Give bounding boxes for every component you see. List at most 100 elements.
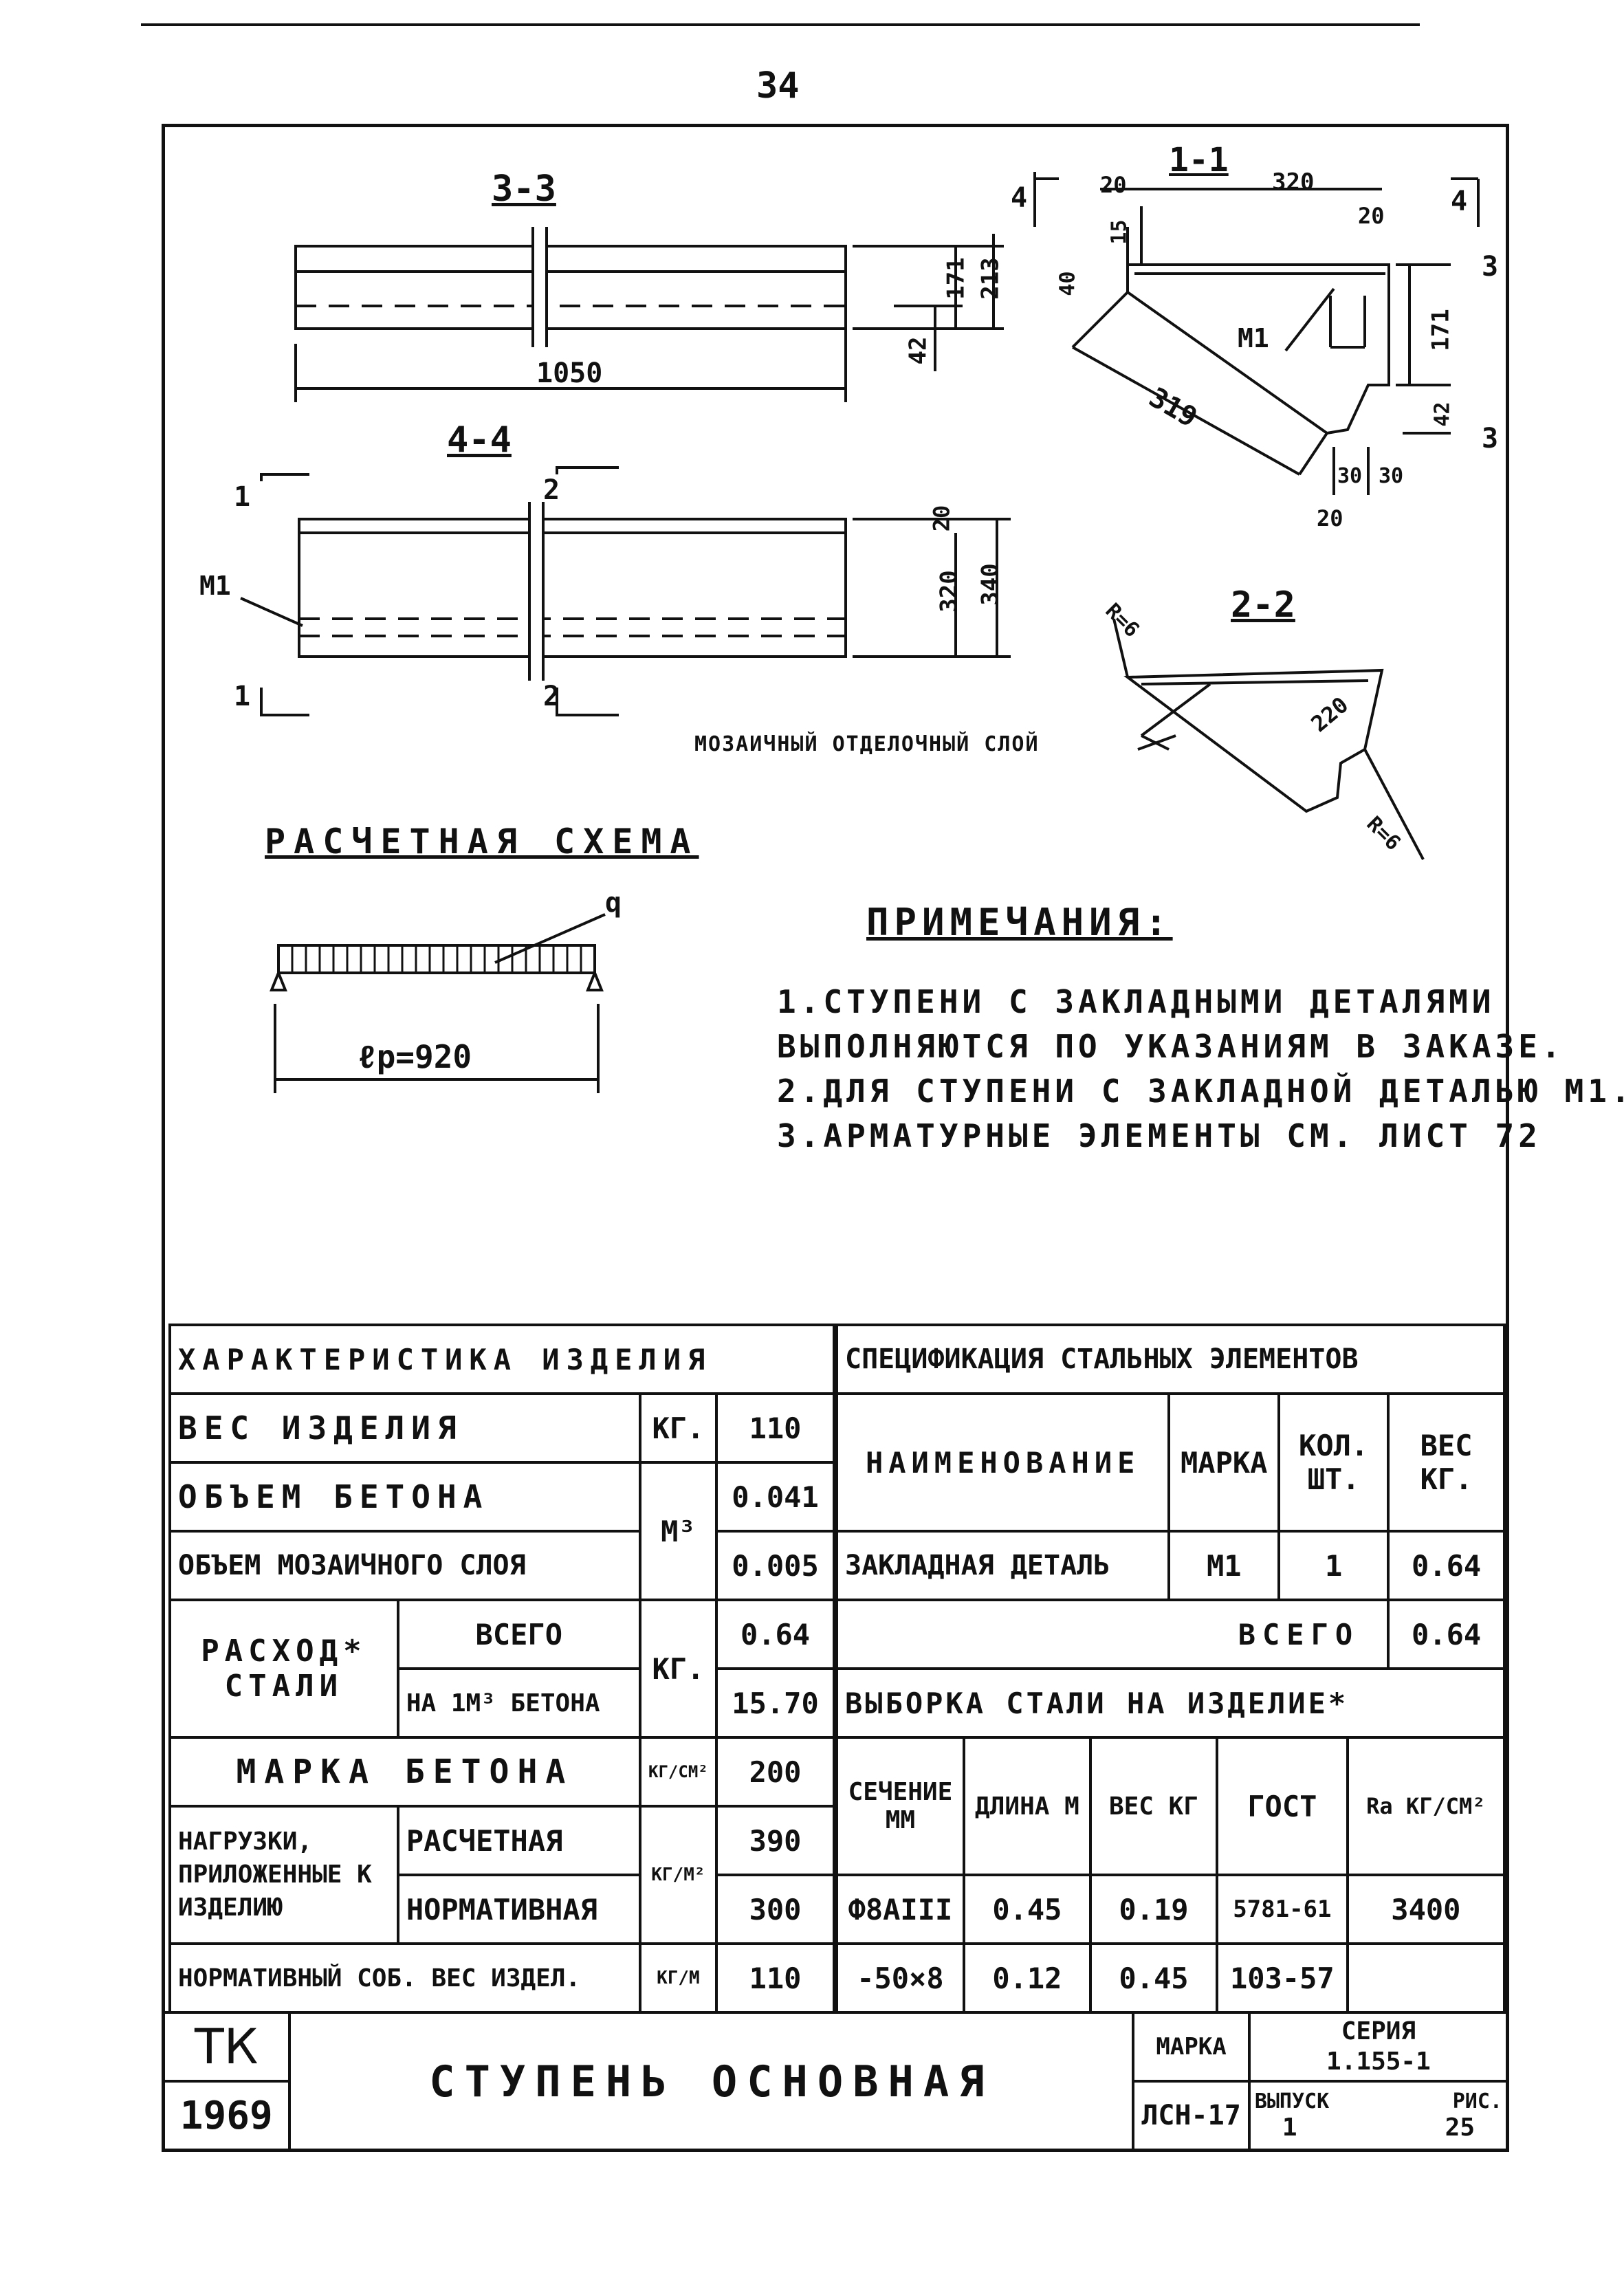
section-label-2-2: 2-2: [1231, 584, 1295, 626]
dim-20: 20: [928, 505, 955, 532]
dim-30-b: 30: [1379, 464, 1404, 488]
sel-row-length: 0.12: [962, 1942, 1092, 2014]
title-block: ТК СТУПЕНЬ ОСНОВНАЯ МАРКА СЕРИЯ 1.155-1 …: [161, 2011, 1510, 2151]
sel-col-length: ДЛИНА М: [962, 1736, 1092, 1876]
steel-total-value: 0.64: [715, 1599, 835, 1670]
spec-row-mark: М1: [1167, 1530, 1281, 1601]
drawing-frame: [162, 124, 1509, 2152]
characteristics-table: ХАРАКТЕРИСТИКА ИЗДЕЛИЯ ВЕС ИЗДЕЛИЯ КГ. 1…: [168, 1324, 835, 2014]
sel-col-ra: Rа КГ/СМ²: [1346, 1736, 1506, 1876]
dim-42-b: 42: [1430, 402, 1455, 427]
section-2-2-outline: [1123, 668, 1384, 813]
sel-row-gost: 5781-61: [1215, 1874, 1349, 1945]
volume-unit: М³: [638, 1461, 718, 1601]
stamp-mark-value: ЛСН-17: [1132, 2080, 1251, 2151]
sel-row-weight: 0.45: [1088, 1942, 1218, 2014]
dim-20-top: 20: [1100, 172, 1127, 198]
section-label-4-4: 4-4: [447, 419, 512, 461]
characteristics-title: ХАРАКТЕРИСТИКА ИЗДЕЛИЯ: [168, 1324, 835, 1395]
spec-row-name: ЗАКЛАДНАЯ ДЕТАЛЬ: [835, 1530, 1171, 1601]
stamp-issue-value: 1: [1282, 2113, 1297, 2142]
stamp-year: 1969: [161, 2080, 292, 2151]
steel-selection-table: ВЫБОРКА СТАЛИ НА ИЗДЕЛИЕ* СЕЧЕНИЕ ММ ДЛИ…: [835, 1667, 1506, 2014]
page-number: 34: [756, 65, 800, 107]
load-norm-label: НОРМАТИВНАЯ: [396, 1874, 641, 1945]
note-3: 3.АРМАТУРНЫЕ ЭЛЕМЕНТЫ СМ. ЛИСТ 72: [777, 1117, 1541, 1154]
dim-42: 42: [904, 336, 932, 365]
selection-title: ВЫБОРКА СТАЛИ НА ИЗДЕЛИЕ*: [835, 1667, 1506, 1739]
spec-total-label: ВСЕГО: [835, 1599, 1390, 1670]
spec-col-weight: ВЕС КГ.: [1387, 1392, 1506, 1533]
mosaic-volume-label: ОБЪЕМ МОЗАИЧНОГО СЛОЯ: [168, 1530, 641, 1601]
stamp-mark-label: МАРКА: [1132, 2011, 1251, 2083]
sel-row-weight: 0.19: [1088, 1874, 1218, 1945]
stamp-series-label: СЕРИЯ: [1341, 2017, 1416, 2045]
load-calc-label: РАСЧЕТНАЯ: [396, 1805, 641, 1876]
dim-340: 340: [976, 563, 1005, 606]
dim-171-b: 171: [1427, 309, 1455, 351]
sel-row-length: 0.45: [962, 1874, 1092, 1945]
dim-15: 15: [1107, 219, 1132, 245]
stamp-issue-label: ВЫПУСК: [1254, 2089, 1330, 2113]
stamp-series: СЕРИЯ 1.155-1: [1247, 2011, 1510, 2083]
cut-mark-2-top: 2: [543, 474, 560, 506]
self-weight-value: 110: [715, 1942, 835, 2014]
dim-213: 213: [976, 257, 1005, 300]
cut-mark-1-bottom: 1: [234, 681, 251, 712]
dim-1050: 1050: [536, 358, 603, 389]
note-1b: ВЫПОЛНЯЮТСЯ ПО УКАЗАНИЯМ В ЗАКАЗЕ.: [777, 1028, 1565, 1065]
section-label-1-1: 1-1: [1169, 141, 1229, 179]
sel-row-gost: 103-57: [1215, 1942, 1349, 2014]
embedded-part-label: М1: [1238, 323, 1269, 353]
embedded-part-label: М1: [199, 571, 231, 601]
load-unit: КГ/М²: [638, 1805, 718, 1945]
section-3-3-outline: [294, 245, 847, 330]
section-label-3-3: 3-3: [492, 168, 556, 210]
cut-mark-3-bottom: 3: [1482, 423, 1499, 454]
stamp-sheet-value: 25: [1445, 2113, 1475, 2142]
dim-320-top: 320: [1272, 168, 1315, 196]
cut-mark-3-top: 3: [1482, 251, 1499, 283]
specification-table: СПЕЦИФИКАЦИЯ СТАЛЬНЫХ ЭЛЕМЕНТОВ НАИМЕНОВ…: [835, 1324, 1506, 1670]
steel-per-m3-label: НА 1М³ БЕТОНА: [396, 1667, 641, 1739]
spec-col-mark: МАРКА: [1167, 1392, 1281, 1533]
sel-col-gost: ГОСТ: [1215, 1736, 1349, 1876]
weight-unit: КГ.: [638, 1392, 718, 1464]
stamp-org: ТК: [161, 2011, 292, 2083]
spec-row-weight: 0.64: [1387, 1530, 1506, 1601]
concrete-volume-label: ОБЪЕМ БЕТОНА: [168, 1461, 641, 1533]
section-1-1-outline: [1126, 263, 1390, 435]
dim-171: 171: [942, 257, 970, 300]
section-4-4-outline: [298, 518, 847, 658]
weight-value: 110: [715, 1392, 835, 1464]
spec-col-name: НАИМЕНОВАНИЕ: [835, 1392, 1171, 1533]
sel-row-section: -50×8: [835, 1942, 965, 2014]
concrete-grade-value: 200: [715, 1736, 835, 1808]
spec-total-value: 0.64: [1387, 1599, 1506, 1670]
stamp-issue-sheet: ВЫПУСК РИС. 1 25: [1247, 2080, 1510, 2151]
concrete-volume-value: 0.041: [715, 1461, 835, 1533]
steel-total-label: ВСЕГО: [396, 1599, 641, 1670]
steel-per-m3-value: 15.70: [715, 1667, 835, 1739]
note-2: 2.ДЛЯ СТУПЕНИ С ЗАКЛАДНОЙ ДЕТАЛЬЮ М1.: [777, 1073, 1624, 1110]
dim-40: 40: [1055, 271, 1080, 296]
top-rule: [141, 23, 1420, 26]
spec-col-qty: КОЛ. ШТ.: [1277, 1392, 1390, 1533]
mosaic-volume-value: 0.005: [715, 1530, 835, 1601]
sel-row-section: Ф8АIII: [835, 1874, 965, 1945]
stamp-sheet-label: РИС.: [1452, 2089, 1502, 2113]
loads-label: НАГРУЗКИ, ПРИЛОЖЕННЫЕ К ИЗДЕЛИЮ: [168, 1805, 399, 1945]
sel-row-ra: 3400: [1346, 1874, 1506, 1945]
note-1a: 1.СТУПЕНИ С ЗАКЛАДНЫМИ ДЕТАЛЯМИ: [777, 983, 1495, 1020]
stamp-title: СТУПЕНЬ ОСНОВНАЯ: [288, 2011, 1135, 2151]
scheme-title: РАСЧЕТНАЯ СХЕМА: [265, 822, 699, 861]
concrete-grade-label: МАРКА БЕТОНА: [168, 1736, 641, 1808]
span-label: ℓр=920: [358, 1038, 472, 1075]
stamp-series-value: 1.155-1: [1326, 2047, 1431, 2076]
dim-320: 320: [935, 570, 963, 613]
load-calc-value: 390: [715, 1805, 835, 1876]
sel-col-weight: ВЕС КГ: [1088, 1736, 1218, 1876]
dim-20-bottom: 20: [1317, 505, 1343, 531]
concrete-grade-unit: КГ/СМ²: [638, 1736, 718, 1808]
cut-mark-2-bottom: 2: [543, 681, 560, 712]
